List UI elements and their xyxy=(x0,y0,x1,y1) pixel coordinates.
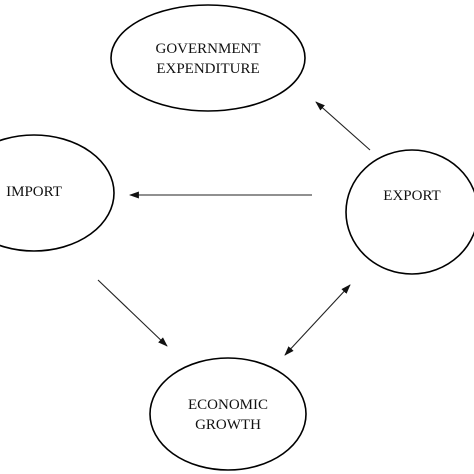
node-economic-growth: ECONOMIC GROWTH xyxy=(149,357,307,471)
node-government-expenditure-ellipse xyxy=(110,4,306,112)
node-import: IMPORT xyxy=(0,134,115,252)
node-export-label: EXPORT xyxy=(383,188,440,204)
node-export: EXPORT xyxy=(345,149,474,275)
arrow-import-to-growth xyxy=(97,279,168,347)
node-government-expenditure: GOVERNMENT EXPENDITURE xyxy=(110,4,306,112)
node-economic-growth-line2: GROWTH xyxy=(195,417,261,433)
node-economic-growth-ellipse xyxy=(149,357,307,471)
node-economic-growth-line1: ECONOMIC xyxy=(188,397,268,413)
node-government-expenditure-line1: GOVERNMENT xyxy=(156,41,261,57)
node-government-expenditure-line2: EXPENDITURE xyxy=(156,61,259,77)
node-export-ellipse xyxy=(345,149,474,275)
arrow-export-to-government xyxy=(315,101,371,151)
node-import-ellipse xyxy=(0,134,115,252)
arrow-export-growth-bidirectional xyxy=(284,284,351,356)
node-import-label: IMPORT xyxy=(6,184,62,200)
